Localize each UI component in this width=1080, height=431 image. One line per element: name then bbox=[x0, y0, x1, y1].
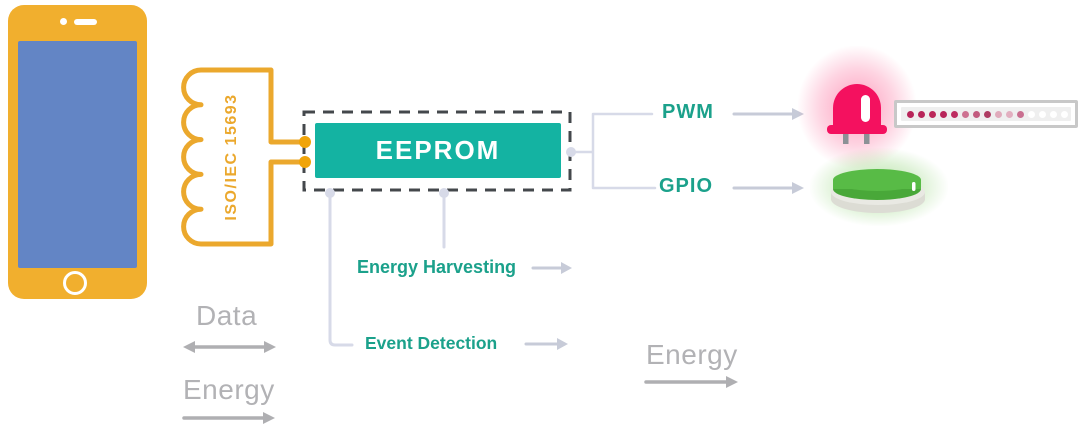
pwm-gpio-fork-line bbox=[569, 112, 657, 190]
led-strip-dot bbox=[1050, 110, 1057, 118]
led-strip-dot bbox=[940, 110, 947, 118]
antenna-coil-outline bbox=[181, 67, 308, 247]
led-strip-dot bbox=[918, 110, 925, 118]
led-icon bbox=[827, 84, 887, 144]
led-strip-dot bbox=[929, 110, 936, 118]
gpio-arrowhead bbox=[792, 182, 804, 194]
eeprom-block: EEPROM bbox=[315, 123, 561, 178]
connector-dot bbox=[325, 188, 335, 198]
push-button-icon bbox=[831, 169, 925, 213]
led-flange bbox=[827, 125, 887, 134]
button-cap-highlight bbox=[912, 182, 916, 191]
led-strip-dot bbox=[1028, 110, 1035, 118]
antenna-standard-label: ISO/IEC 15693 bbox=[223, 93, 240, 220]
led-body bbox=[833, 84, 881, 127]
energy-arrowhead-right bbox=[726, 376, 738, 388]
phone-home-button bbox=[63, 271, 87, 295]
phone-camera-dot bbox=[60, 18, 67, 25]
energy-harvesting-arrowhead bbox=[561, 262, 572, 274]
led-leg bbox=[864, 133, 870, 144]
antenna-terminal-dot bbox=[299, 156, 311, 168]
led-strip-dot bbox=[962, 110, 969, 118]
connector-dot bbox=[439, 188, 449, 198]
led-strip-dot bbox=[973, 110, 980, 118]
led-strip-dot bbox=[907, 110, 914, 118]
led-strip-dot bbox=[1039, 110, 1046, 118]
led-strip bbox=[894, 100, 1078, 128]
energy-flow-label: Energy bbox=[646, 339, 738, 370]
led-strip-dot bbox=[1006, 110, 1013, 118]
pwm-arrowhead bbox=[792, 108, 804, 120]
pwm-label: PWM bbox=[662, 101, 714, 123]
nfc-antenna-coil-icon: ISO/IEC 15693 bbox=[181, 67, 311, 247]
led-strip-dot bbox=[951, 110, 958, 118]
button-cap-top bbox=[833, 169, 921, 191]
led-strip-dot bbox=[984, 110, 991, 118]
phone-speaker-bar bbox=[74, 19, 97, 25]
event-detection-arrowhead bbox=[557, 338, 568, 350]
gpio-label: GPIO bbox=[659, 175, 714, 197]
data-arrowhead-left bbox=[183, 341, 195, 353]
led-leg bbox=[843, 133, 849, 144]
event-detection-label: Event Detection bbox=[365, 333, 498, 353]
smartphone-icon bbox=[8, 5, 147, 299]
data-arrowhead-right bbox=[264, 341, 276, 353]
energy-harvesting-label: Energy Harvesting bbox=[357, 257, 517, 277]
led-strip-dot bbox=[1061, 110, 1068, 118]
event-detection-line bbox=[328, 194, 354, 347]
led-highlight-stripe bbox=[861, 95, 870, 122]
led-strip-dots bbox=[901, 107, 1071, 121]
led-strip-dot bbox=[995, 110, 1002, 118]
data-legend-label: Data bbox=[196, 300, 258, 331]
led-strip-dot bbox=[1017, 110, 1024, 118]
energy-legend-label: Energy bbox=[183, 374, 275, 405]
energy-arrowhead-left bbox=[263, 412, 275, 424]
phone-screen bbox=[18, 41, 137, 268]
antenna-terminal-dot bbox=[299, 136, 311, 148]
